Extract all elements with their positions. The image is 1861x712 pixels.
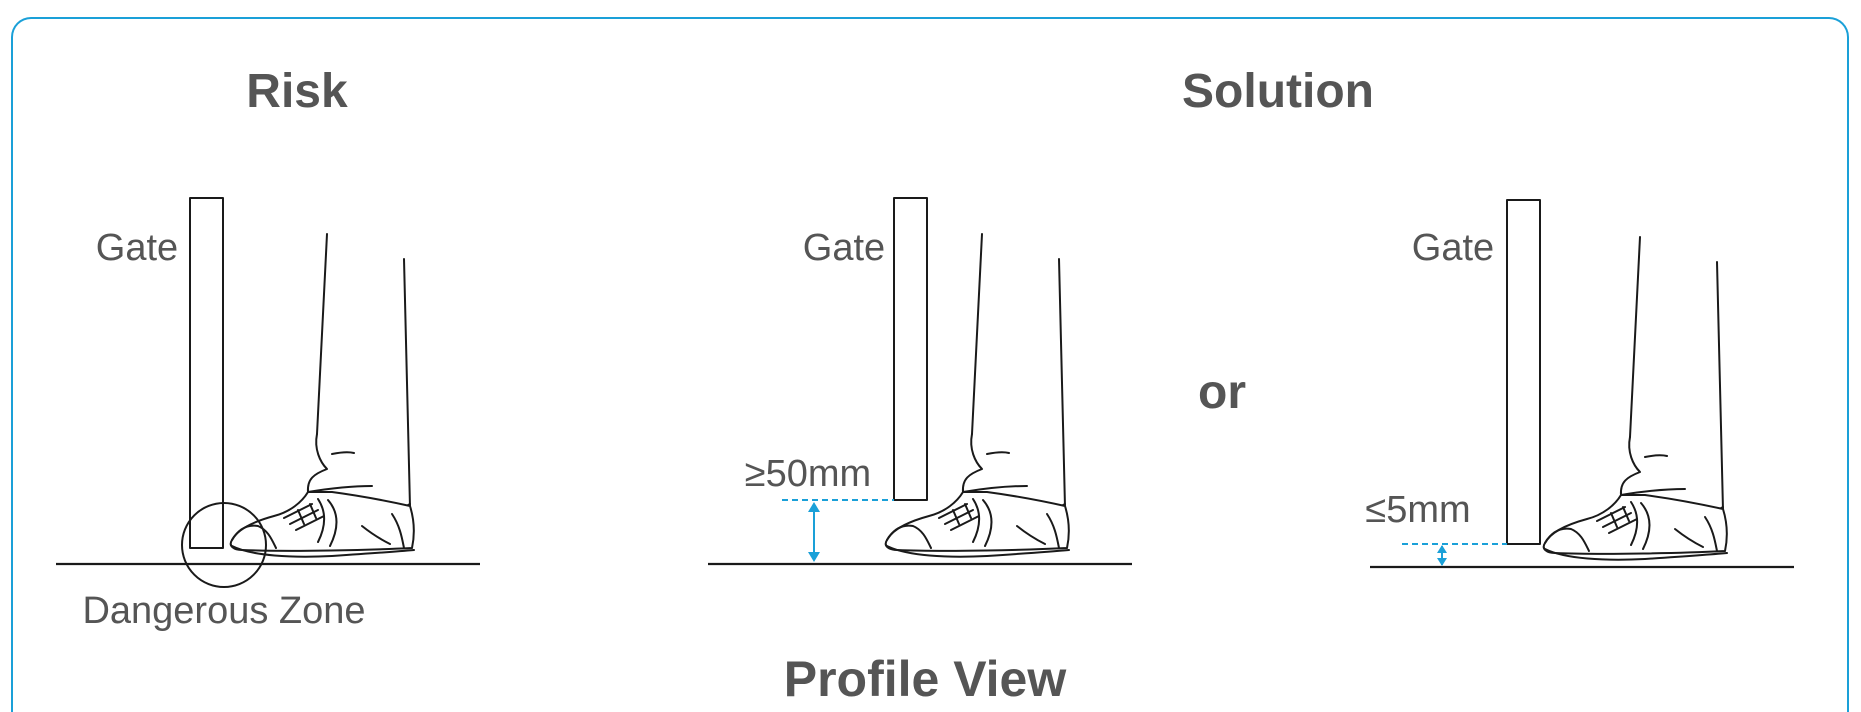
gate-label: Gate xyxy=(1412,227,1494,269)
gate-bar xyxy=(1506,199,1541,545)
dangerous-zone-circle xyxy=(181,502,267,588)
gate-bar xyxy=(893,197,928,501)
or-separator: or xyxy=(1198,366,1246,419)
gate-label: Gate xyxy=(803,227,885,269)
gate-bar xyxy=(189,197,224,549)
dangerous-zone-label: Dangerous Zone xyxy=(82,590,365,632)
gap-measure-arrow xyxy=(808,502,820,562)
foot-illustration xyxy=(229,233,415,558)
risk-heading: Risk xyxy=(246,65,348,118)
solution-panel-gap-50: Gate ≥50mm xyxy=(708,197,1132,566)
risk-panel: Gate Dangerous Zone xyxy=(56,197,480,632)
gap-label: ≤5mm xyxy=(1365,489,1470,531)
foot-illustration xyxy=(1542,236,1728,561)
solution-heading: Solution xyxy=(1182,65,1374,118)
solution-panel-gap-5: Gate ≤5mm xyxy=(1365,199,1794,569)
diagram-frame xyxy=(11,17,1849,712)
profile-view-caption: Profile View xyxy=(784,651,1067,707)
gap-measure-arrow xyxy=(1437,545,1447,566)
gate-label: Gate xyxy=(96,227,178,269)
gap-label: ≥50mm xyxy=(745,453,871,495)
